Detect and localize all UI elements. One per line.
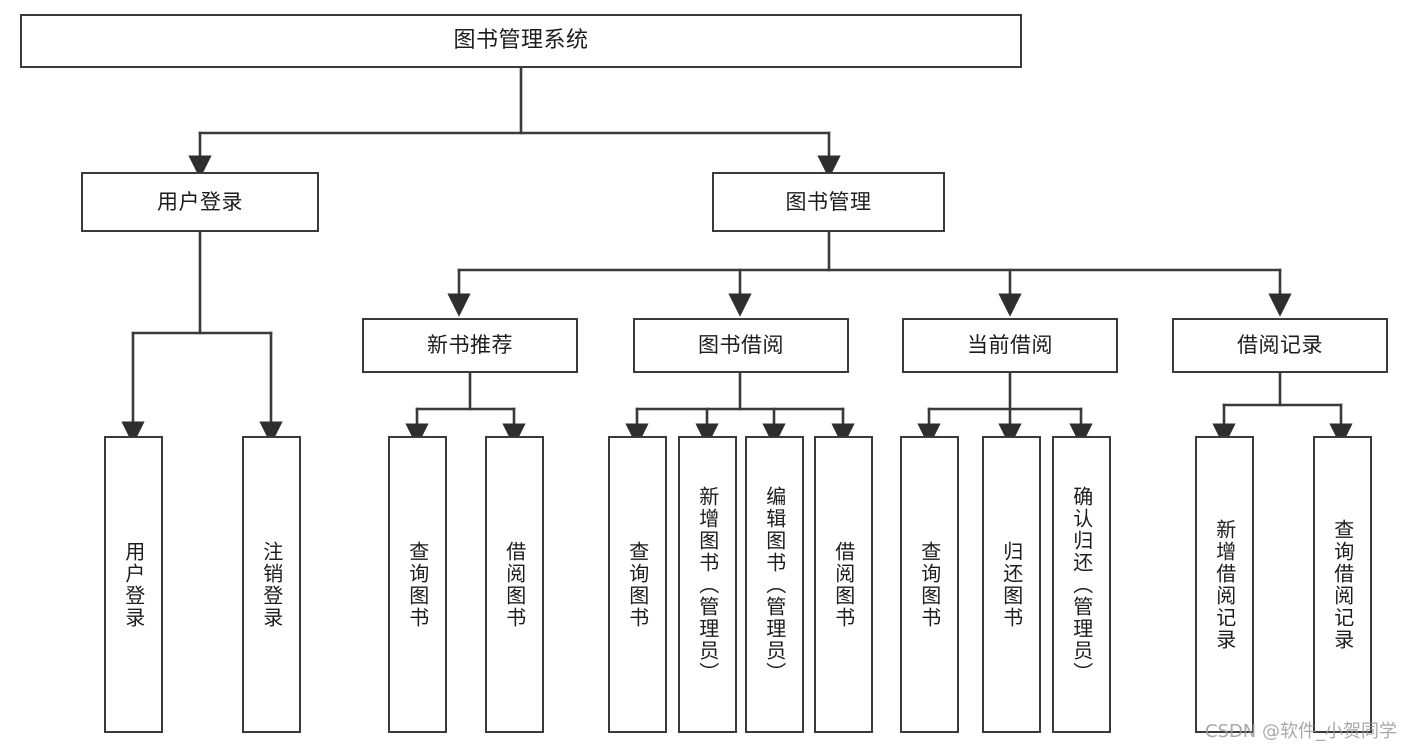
node-label: 借阅图书: [502, 540, 527, 629]
node-current-borrow[interactable]: 当前借阅: [902, 318, 1118, 373]
node-label: 查询图书: [625, 540, 650, 629]
leaf-record-query-record[interactable]: 查询借阅记录: [1313, 436, 1372, 733]
leaf-record-add-record[interactable]: 新增借阅记录: [1195, 436, 1254, 733]
node-label: 图书管理系统: [453, 28, 589, 54]
node-label: 当前借阅: [967, 333, 1053, 358]
node-label: 新书推荐: [427, 333, 513, 358]
node-label: 编辑图书（管理员）: [762, 485, 787, 684]
leaf-borrow-add-book-admin[interactable]: 新增图书（管理员）: [678, 436, 737, 733]
node-borrow-record[interactable]: 借阅记录: [1172, 318, 1388, 373]
node-root-system[interactable]: 图书管理系统: [20, 14, 1022, 68]
csdn-watermark: CSDN @软件_小贺同学: [1204, 721, 1397, 742]
node-book-management[interactable]: 图书管理: [712, 172, 945, 232]
node-new-book-recommend[interactable]: 新书推荐: [362, 318, 578, 373]
node-label: 查询图书: [405, 540, 430, 629]
node-label: 用户登录: [121, 540, 146, 629]
leaf-current-return-book[interactable]: 归还图书: [982, 436, 1041, 733]
node-label: 借阅记录: [1237, 333, 1323, 358]
node-label: 图书管理: [785, 189, 872, 214]
node-label: 确认归还（管理员）: [1069, 485, 1094, 684]
node-label: 新增图书（管理员）: [695, 485, 720, 684]
leaf-user-login-login[interactable]: 用户登录: [104, 436, 163, 733]
leaf-recommend-query-book[interactable]: 查询图书: [388, 436, 447, 733]
leaf-borrow-borrow-book[interactable]: 借阅图书: [814, 436, 873, 733]
node-label: 注销登录: [259, 540, 284, 629]
leaf-current-confirm-return-admin[interactable]: 确认归还（管理员）: [1052, 436, 1111, 733]
node-label: 图书借阅: [698, 333, 784, 358]
leaf-borrow-edit-book-admin[interactable]: 编辑图书（管理员）: [745, 436, 804, 733]
leaf-user-login-logout[interactable]: 注销登录: [242, 436, 301, 733]
node-label: 查询图书: [917, 540, 942, 629]
node-label: 新增借阅记录: [1212, 518, 1237, 651]
node-label: 归还图书: [999, 540, 1024, 629]
leaf-recommend-borrow-book[interactable]: 借阅图书: [485, 436, 544, 733]
node-label: 借阅图书: [831, 540, 856, 629]
leaf-current-query-book[interactable]: 查询图书: [900, 436, 959, 733]
node-user-login[interactable]: 用户登录: [81, 172, 319, 232]
node-label: 用户登录: [157, 189, 243, 214]
leaf-borrow-query-book[interactable]: 查询图书: [608, 436, 667, 733]
node-label: 查询借阅记录: [1330, 518, 1355, 651]
node-book-borrow[interactable]: 图书借阅: [633, 318, 849, 373]
